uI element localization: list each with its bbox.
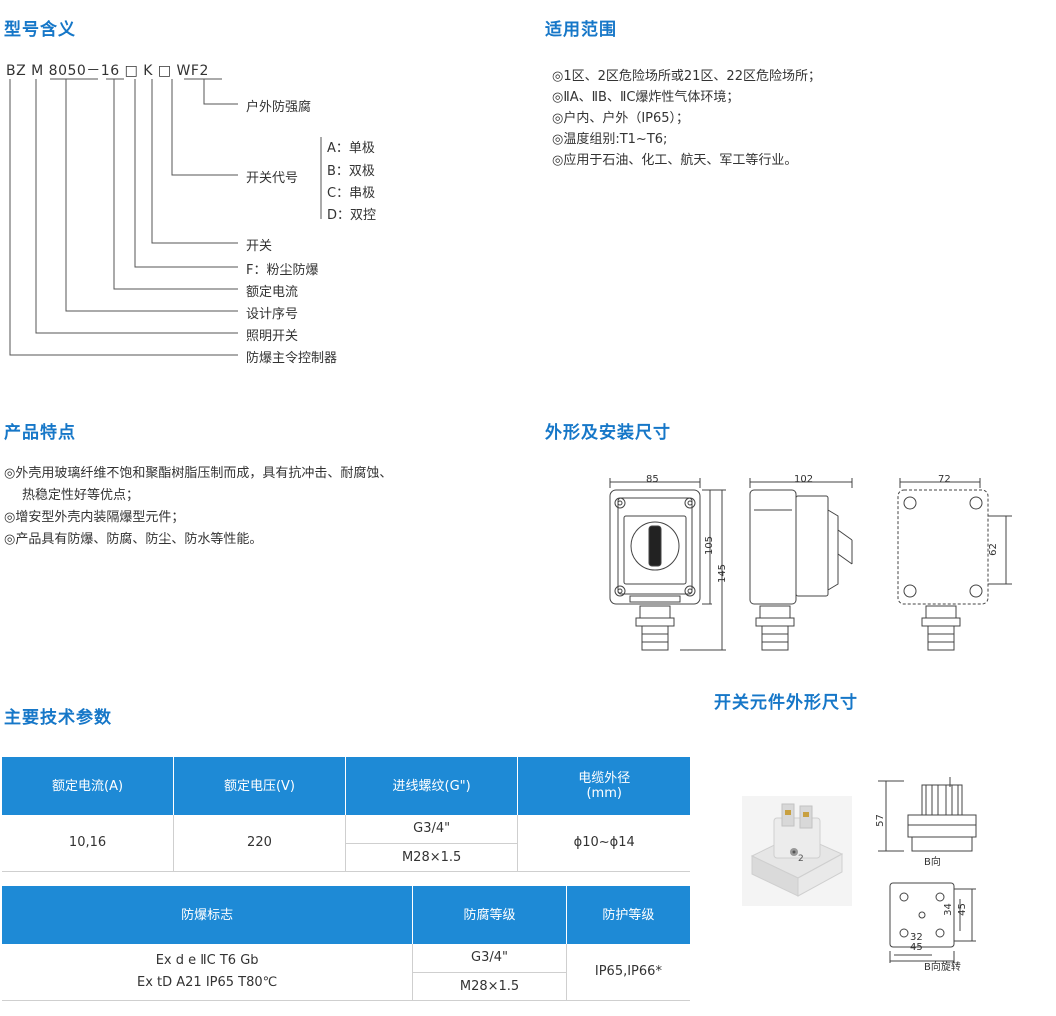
explosion-mark-line2: Ex tD A21 IP65 T80℃ — [136, 974, 278, 990]
header-cable-diameter-line1: 电缆外径 — [578, 771, 631, 786]
feature-item: ◎外壳用玻璃纤维不饱和聚酯树脂压制而成，具有抗冲击、耐腐蚀、 — [4, 466, 393, 481]
header-cable-diameter-line2: (mm) — [586, 786, 622, 801]
label-code-c: C：串极 — [327, 186, 376, 201]
switch-dim-45-horizontal: 45 — [910, 942, 923, 953]
switch-dim-57: 57 — [874, 814, 886, 827]
terminal-number: 2 — [798, 854, 804, 864]
switch-b-rotate-label: B向旋转 — [924, 962, 961, 973]
switch-dim-45-vertical: 45 — [956, 903, 968, 916]
header-explosion-mark: 防爆标志 — [2, 886, 414, 944]
dim-front-width: 85 — [646, 474, 659, 485]
label-code-d: D：双控 — [327, 208, 377, 223]
header-rated-current: 额定电流(A) — [2, 757, 175, 815]
header-rated-voltage: 额定电压(V) — [173, 757, 346, 815]
cell-rated-current: 10,16 — [2, 815, 175, 872]
application-item: ◎1区、2区危险场所或21区、22区危险场所； — [552, 69, 821, 84]
application-item: ◎ⅡA、ⅡB、ⅡC爆炸性气体环境； — [552, 90, 740, 105]
title-application: 适用范围 — [545, 20, 617, 40]
switch-b-view-label: B向 — [924, 857, 941, 868]
dim-inner-height: 105 — [704, 535, 716, 556]
cell-thread-m: M28×1.5 — [345, 843, 519, 872]
label-code-b: B：双极 — [327, 164, 375, 179]
title-model-meaning: 型号含义 — [4, 20, 76, 40]
label-anticorrosion: 户外防强腐 — [246, 100, 312, 115]
label-switch-code: 开关代号 — [246, 171, 299, 186]
label-design-no: 设计序号 — [246, 307, 299, 322]
label-switch: 开关 — [246, 239, 273, 254]
dim-side-width: 102 — [794, 474, 814, 485]
cell-anticorrosion-2: M28×1.5 — [412, 972, 567, 1001]
label-dust: F：粉尘防爆 — [246, 263, 319, 278]
header-anticorrosion-grade: 防腐等级 — [412, 886, 567, 944]
feature-item: ◎产品具有防爆、防腐、防尘、防水等性能。 — [4, 532, 263, 547]
cell-protection-grade: IP65,IP66* — [566, 944, 690, 1001]
title-features: 产品特点 — [4, 423, 76, 443]
switch-dim-34: 34 — [942, 903, 954, 916]
switch-element-photo — [742, 796, 852, 906]
cell-thread-g: G3/4" — [345, 815, 519, 844]
feature-list: ◎外壳用玻璃纤维不饱和聚酯树脂压制而成，具有抗冲击、耐腐蚀、 热稳定性好等优点；… — [4, 463, 392, 551]
explosion-mark-line1: Ex d e ⅡC T6 Gb — [155, 952, 259, 968]
application-item: ◎温度组别:T1~T6; — [552, 132, 668, 147]
title-tech-params: 主要技术参数 — [4, 708, 112, 728]
model-leader-lines — [9, 78, 322, 356]
label-controller: 防爆主令控制器 — [246, 351, 338, 366]
title-switch-dimensions: 开关元件外形尺寸 — [714, 693, 858, 713]
cell-cable-diameter: ϕ10~ϕ14 — [517, 815, 690, 872]
header-thread: 进线螺纹(G") — [345, 757, 519, 815]
enclosure-drawings — [609, 478, 1012, 651]
application-item: ◎户内、户外（IP65）； — [552, 111, 690, 126]
model-code: BZ M 8050－16 □ K □ WF2 — [6, 63, 209, 79]
header-cable-diameter: 电缆外径 (mm) — [517, 757, 690, 815]
cell-anticorrosion-1: G3/4" — [412, 944, 567, 973]
label-current: 额定电流 — [246, 285, 299, 300]
header-protection-grade: 防护等级 — [566, 886, 690, 944]
label-code-a: A：单极 — [327, 141, 375, 156]
switch-element-drawings — [878, 777, 977, 963]
dim-total-height: 145 — [717, 563, 729, 584]
application-item: ◎应用于石油、化工、航天、军工等行业。 — [552, 153, 798, 168]
label-lighting: 照明开关 — [246, 329, 299, 344]
switch-dim-32: 32 — [910, 932, 923, 943]
application-list: ◎1区、2区危险场所或21区、22区危险场所； ◎ⅡA、ⅡB、ⅡC爆炸性气体环境… — [552, 66, 821, 171]
title-dimensions: 外形及安装尺寸 — [545, 423, 671, 443]
cell-explosion-mark: Ex d e ⅡC T6 Gb Ex tD A21 IP65 T80℃ — [2, 944, 414, 1001]
feature-item: 热稳定性好等优点； — [22, 488, 140, 503]
feature-item: ◎增安型外壳内装隔爆型元件； — [4, 510, 185, 525]
spec-table-protection: 防爆标志 防腐等级 防护等级 Ex d e ⅡC T6 Gb Ex tD A21… — [2, 886, 690, 1001]
dim-back-width: 72 — [938, 474, 951, 485]
dim-back-height: 62 — [987, 543, 999, 556]
cell-rated-voltage: 220 — [173, 815, 346, 872]
spec-table-electrical: 额定电流(A) 额定电压(V) 进线螺纹(G") 电缆外径 (mm) 10,16… — [2, 757, 690, 872]
